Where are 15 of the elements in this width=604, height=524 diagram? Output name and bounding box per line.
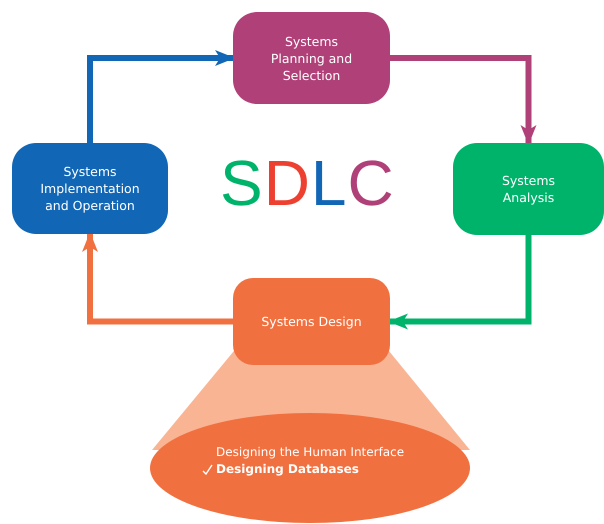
arrow (82, 232, 233, 324)
arrow (390, 55, 536, 145)
title: SDLC (220, 146, 395, 220)
box-label: Systems Implementation and Operation (39, 163, 141, 214)
process-box (453, 143, 604, 235)
process-box (12, 143, 168, 234)
box-label: Systems Analysis (500, 172, 556, 206)
checked-item: Designing Databases (216, 461, 359, 478)
arrow (388, 235, 532, 330)
box-label: Systems Planning and Selection (270, 32, 354, 84)
process-box (233, 12, 390, 104)
box-label: Systems Design (261, 313, 362, 330)
arrow (87, 50, 235, 143)
process-box (233, 278, 390, 365)
item: Designing the Human Interface (216, 444, 404, 461)
